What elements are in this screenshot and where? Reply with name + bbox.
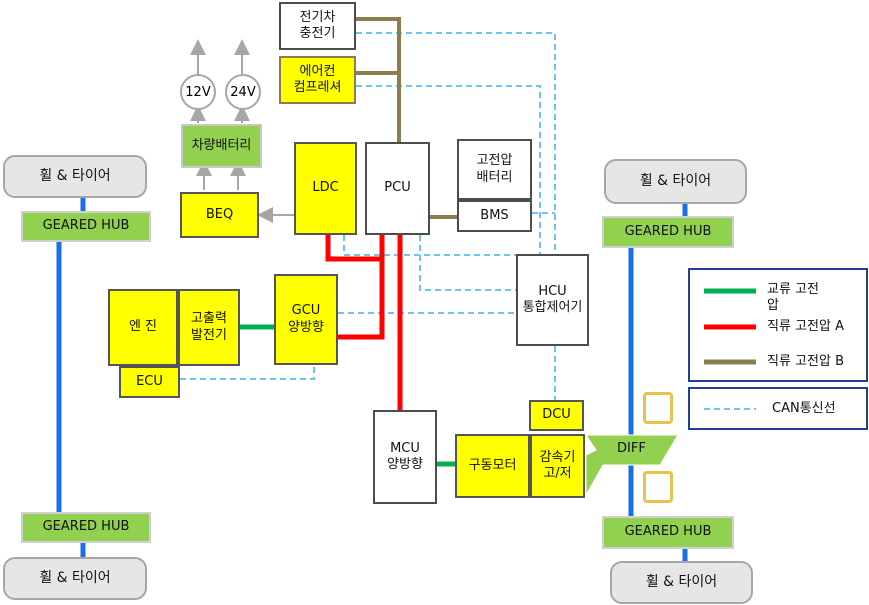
hp-generator-box: 고출력 발전기 [178, 289, 240, 366]
ldc-box: LDC [294, 142, 357, 235]
axle-lines [56, 198, 688, 562]
reducer-box: 감속기 고/저 [530, 434, 585, 498]
drive-motor-box: 구동모터 [455, 434, 530, 498]
ac-compressor-box: 에어컨 컴프레셔 [279, 56, 356, 104]
bms-box: BMS [457, 200, 532, 232]
down-arrow-frame [643, 471, 673, 503]
legend-dc-hv-a: 직류 고전압 A [767, 319, 844, 334]
gcu-box: GCU 양방향 [274, 274, 338, 365]
left-bottom-wheel: 휠 & 타이어 [3, 557, 147, 600]
hv-battery-box: 고전압 배터리 [457, 139, 532, 200]
lv-arrows [190, 39, 294, 223]
diff-label: DIFF [617, 441, 646, 456]
legend-can: CAN통신선 [772, 401, 836, 416]
beq-box: BEQ [180, 192, 259, 238]
ac-hv-lines [240, 324, 455, 467]
legend-box: 교류 고전 압 직류 고전압 A 직류 고전압 B [688, 268, 868, 382]
dc-hv-b-lines [356, 17, 458, 219]
legend-ac-hv: 교류 고전 압 [767, 282, 819, 313]
mcu-box: MCU 양방향 [373, 410, 437, 504]
hcu-box: HCU 통합제어기 [516, 254, 589, 346]
right-bottom-hub: GEARED HUB [602, 516, 734, 549]
legend-can-swatch [704, 408, 756, 410]
vehicle-battery-box: 차량배터리 [181, 124, 262, 168]
voltage-24v: 24V [225, 74, 261, 110]
left-top-wheel: 휠 & 타이어 [3, 155, 147, 198]
legend-dc-hv-b: 직류 고전압 B [767, 354, 844, 369]
can-lines [180, 32, 556, 400]
ev-charger-box: 전기차 충전기 [279, 2, 356, 50]
legend-can-box: CAN통신선 [688, 387, 868, 430]
up-arrow-frame [643, 392, 673, 424]
dcu-box: DCU [529, 400, 584, 431]
left-top-hub: GEARED HUB [21, 211, 151, 242]
ecu-box: ECU [119, 366, 180, 398]
pcu-box: PCU [365, 142, 430, 235]
right-bottom-wheel: 휠 & 타이어 [610, 561, 753, 604]
engine-box: 엔 진 [108, 289, 178, 366]
legend-swatches [704, 288, 756, 365]
right-top-wheel: 휠 & 타이어 [604, 159, 747, 204]
right-top-hub: GEARED HUB [602, 216, 734, 248]
diff-shape [585, 434, 679, 497]
left-bottom-hub: GEARED HUB [21, 512, 151, 543]
voltage-12v: 12V [180, 74, 216, 110]
dc-hv-a-lines [325, 235, 403, 410]
